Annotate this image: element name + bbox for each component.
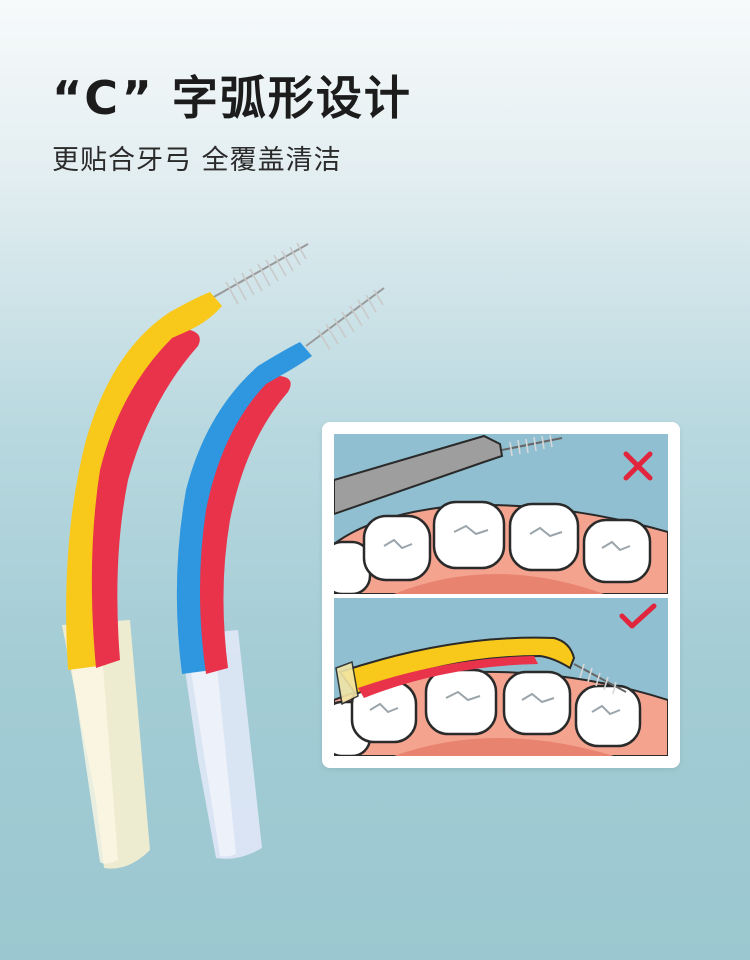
- page-subtitle: 更贴合牙弓 全覆盖清洁: [52, 145, 342, 176]
- straight-brush: [334, 434, 563, 516]
- curved-brush-panel: [334, 598, 668, 756]
- teeth-row: [334, 500, 652, 594]
- blue-brush-bristles: [305, 287, 385, 351]
- teeth-row: [334, 668, 642, 756]
- curved-brush-illustration: [334, 598, 668, 756]
- cross-icon: [623, 451, 653, 481]
- yellow-brush-core: [91, 330, 200, 668]
- page-title: “C” 字弧形设计: [52, 71, 412, 125]
- yellow-brush-bristles: [211, 242, 309, 305]
- straight-brush-panel: [334, 434, 668, 594]
- curved-brush: [335, 636, 627, 706]
- straight-brush-illustration: [334, 434, 668, 594]
- blue-brush-core: [200, 376, 291, 674]
- yellow-interdental-brush: [62, 242, 309, 869]
- comparison-card: [322, 422, 680, 768]
- blue-brush-handle: [176, 342, 312, 674]
- blue-interdental-brush: [176, 287, 385, 859]
- check-icon: [619, 603, 657, 629]
